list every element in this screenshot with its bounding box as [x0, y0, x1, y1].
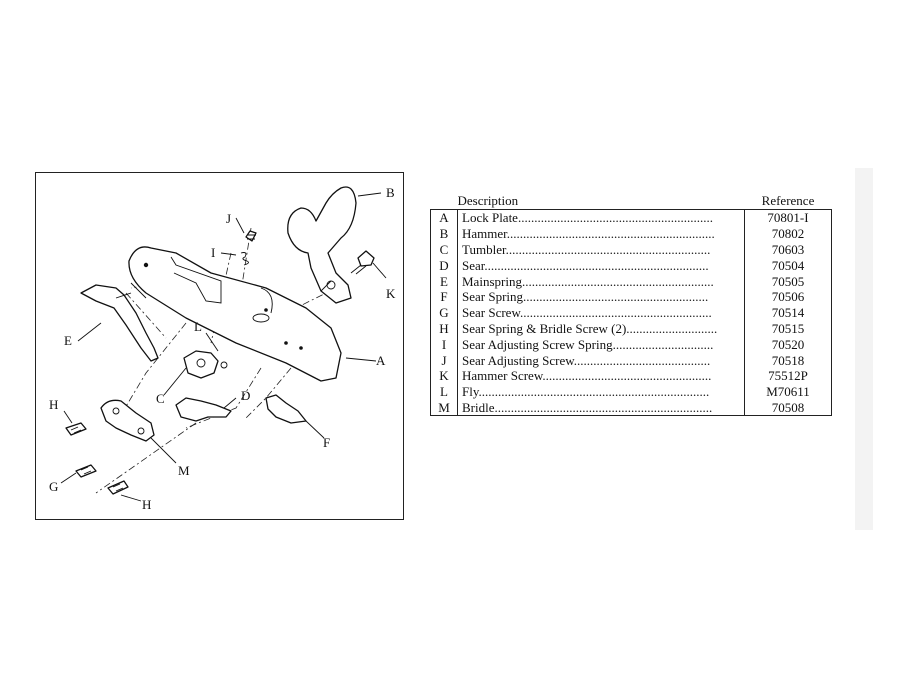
table-header-row: Description Reference	[431, 192, 832, 210]
part-reference: 70506	[771, 289, 805, 305]
part-letter: I	[441, 336, 447, 352]
part-reference: 70801-I	[767, 210, 809, 226]
part-letter: B	[439, 226, 449, 242]
callout-e: E	[64, 333, 72, 348]
callout-c: C	[156, 391, 165, 406]
part-description: Sear Screw..............................…	[462, 305, 712, 321]
callout-h-bottom: H	[142, 497, 151, 512]
part-description: Hammer..................................…	[462, 226, 715, 242]
part-description: Sear Spring & Bridle Screw (2)..........…	[462, 320, 718, 336]
hammer-part	[287, 186, 357, 304]
hammer-screw-part	[357, 250, 375, 267]
part-reference: 70515	[771, 320, 805, 336]
part-description: Sear Spring.............................…	[462, 289, 709, 305]
part-letter: M	[438, 399, 450, 415]
part-description: Mainspring..............................…	[462, 273, 714, 289]
exploded-parts-diagram: B A K J I L C D E F H M G H	[35, 172, 404, 520]
part-reference: 70520	[771, 336, 805, 352]
part-reference: 70518	[771, 352, 805, 368]
callout-k: K	[386, 286, 396, 301]
part-letter: G	[439, 305, 449, 321]
part-letter: A	[439, 210, 449, 226]
part-letter: E	[440, 273, 448, 289]
table-row: M Bridle.................................…	[430, 399, 832, 417]
part-letter: H	[439, 320, 449, 336]
sear-screw-part	[75, 464, 97, 478]
part-description: Bridle..................................…	[462, 399, 713, 415]
callout-m: M	[178, 463, 190, 478]
header-reference: Reference	[761, 192, 815, 208]
part-reference: 70505	[771, 273, 805, 289]
table-row: G Sear Screw.............................…	[430, 304, 832, 321]
part-description: Tumbler.................................…	[462, 241, 711, 257]
part-letter: F	[440, 289, 448, 305]
part-description: Sear Adjusting Screw....................…	[462, 352, 711, 368]
part-letter: D	[439, 257, 449, 273]
callout-a: A	[376, 353, 386, 368]
callout-d: D	[241, 388, 250, 403]
lock-plate-part	[128, 246, 342, 382]
part-letter: C	[439, 241, 449, 257]
parts-table: Description Reference A Lock Plate.......…	[430, 192, 832, 417]
part-description: Hammer Screw............................…	[462, 368, 712, 384]
part-letter: L	[440, 384, 448, 400]
table-row: K Hammer Screw...........................…	[430, 367, 832, 384]
tumbler-part	[183, 350, 219, 379]
parts-table-body: A Lock Plate.............................…	[430, 208, 832, 417]
table-row: H Sear Spring & Bridle Screw (2).........…	[430, 320, 832, 337]
table-row: B Hammer.................................…	[430, 225, 832, 242]
part-description: Fly.....................................…	[462, 384, 710, 400]
diagram-drawing: B A K J I L C D E F H M G H	[49, 185, 396, 512]
table-row: A Lock Plate.............................…	[430, 208, 832, 226]
sear-spring-coil-part	[240, 252, 249, 266]
part-reference: 70603	[771, 241, 805, 257]
part-letter: K	[439, 368, 449, 384]
part-reference: 70508	[771, 399, 805, 415]
page-edge-shade	[855, 168, 873, 530]
callout-g: G	[49, 479, 58, 494]
sear-spring-part	[265, 394, 307, 424]
bridle-part	[100, 399, 155, 442]
part-reference: 70802	[771, 226, 805, 242]
part-letter: J	[441, 352, 447, 368]
table-row: J Sear Adjusting Screw...................…	[430, 352, 832, 368]
callout-l: L	[194, 319, 202, 334]
sear-part	[175, 397, 232, 422]
table-row: I Sear Adjusting Screw Spring............…	[430, 336, 832, 353]
sear-spring-screw-part	[107, 480, 129, 495]
table-row: L Fly....................................…	[430, 383, 832, 400]
callout-i: I	[211, 245, 215, 260]
callout-b: B	[386, 185, 395, 200]
header-description: Description	[457, 192, 519, 208]
part-reference: 75512P	[768, 368, 808, 384]
table-row: C Tumbler................................…	[430, 241, 832, 258]
mainspring-part	[80, 284, 159, 362]
callout-h-top: H	[49, 397, 58, 412]
table-row: D Sear...................................…	[430, 257, 832, 274]
part-reference: M70611	[766, 384, 810, 400]
table-row: E Mainspring.............................…	[430, 273, 832, 289]
sear-adjusting-screw-part	[245, 230, 257, 242]
part-reference: 70504	[771, 257, 805, 273]
table-row: F Sear Spring............................…	[430, 288, 832, 305]
part-description: Lock Plate..............................…	[462, 210, 713, 226]
callout-f: F	[323, 435, 330, 450]
part-reference: 70514	[771, 305, 805, 321]
part-description: Sear Adjusting Screw Spring.............…	[462, 336, 714, 352]
callout-j: J	[226, 211, 231, 226]
bridle-screw-part	[65, 422, 87, 436]
part-description: Sear....................................…	[462, 257, 709, 273]
